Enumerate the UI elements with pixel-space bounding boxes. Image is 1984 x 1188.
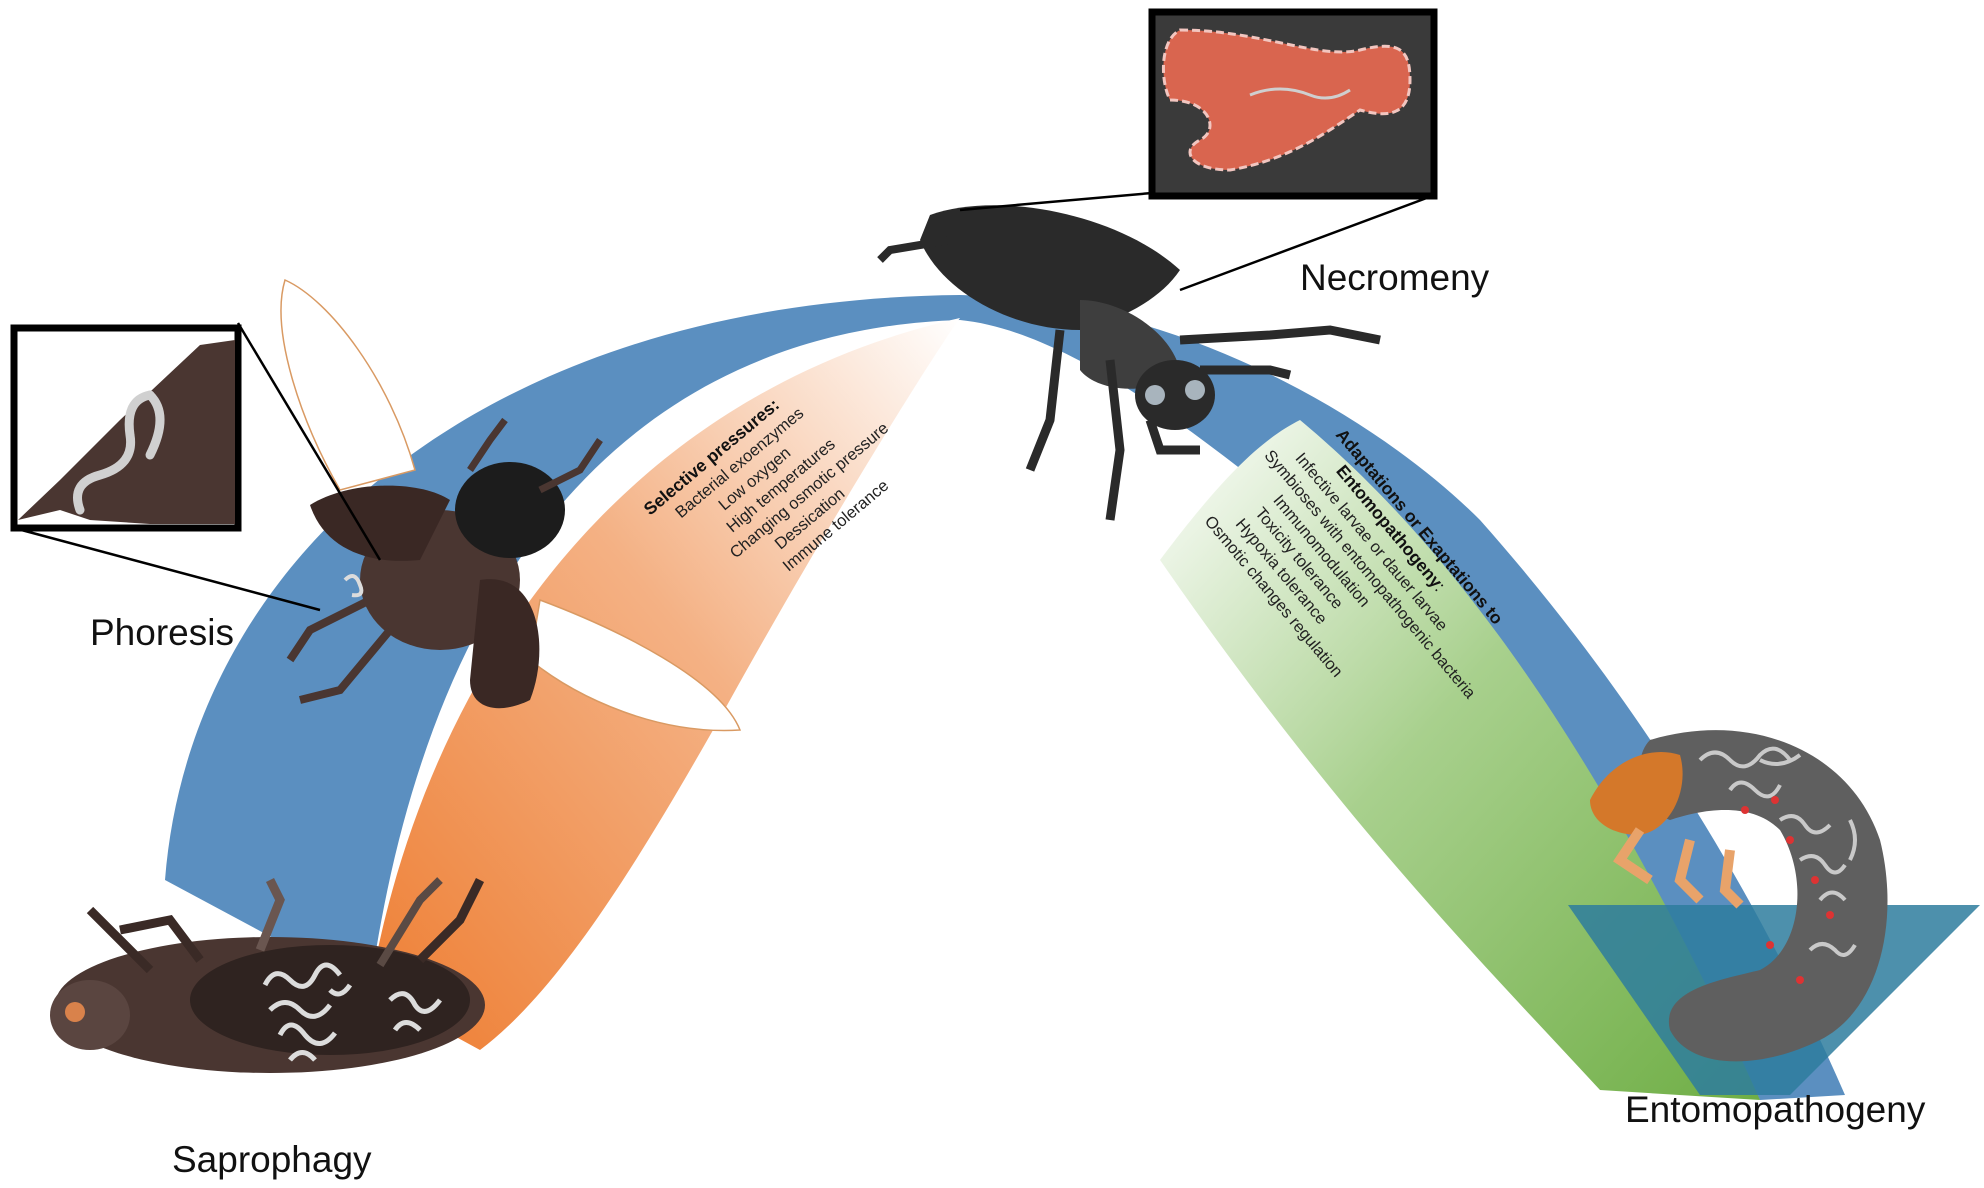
beetle-eye	[1185, 380, 1205, 400]
beetle-leg	[119, 915, 204, 963]
beetle-leg	[1145, 418, 1200, 455]
entomopathogeny-larva	[1590, 730, 1888, 1062]
beetle-leg	[286, 596, 372, 663]
phoresis-zoom-inset	[10, 322, 382, 612]
beetle-leg	[1200, 365, 1292, 380]
beetle-leg	[1105, 359, 1125, 521]
larva-head	[1590, 752, 1683, 835]
saprophagy-beetle	[50, 877, 485, 1073]
gut-tissue	[1161, 28, 1412, 172]
nematode-cluster	[262, 962, 442, 1062]
zoom-nematode	[145, 390, 165, 460]
larva-body	[1639, 730, 1888, 1062]
larva-leg	[1674, 838, 1704, 904]
beetle-head	[1135, 360, 1215, 430]
bacteria-dots	[1741, 796, 1834, 984]
beetle-leg	[376, 877, 443, 968]
nematode-on-leg	[343, 574, 364, 598]
zoom-line	[236, 322, 382, 561]
beetle-pronotum	[455, 462, 565, 558]
phoresis-beetle	[280, 278, 742, 732]
larva-leg	[1613, 827, 1653, 885]
beetle-leg	[255, 877, 285, 952]
zoom-line	[13, 526, 321, 612]
zoom-line	[1179, 194, 1433, 292]
beetle-leg	[416, 877, 485, 964]
necromeny-zoom-inset	[959, 8, 1438, 292]
arc-left-band	[165, 295, 960, 990]
nematode-cluster	[1698, 746, 1857, 957]
zoom-nematode	[73, 390, 155, 515]
wing-lower	[529, 598, 742, 732]
stage-label-necromeny: Necromeny	[1300, 257, 1490, 298]
necromeny-beetle	[877, 205, 1381, 521]
beetle-leg	[299, 627, 394, 704]
beetle-leg	[538, 438, 603, 494]
beetle-eye	[1145, 385, 1165, 405]
beetle-head	[50, 980, 130, 1050]
beetle-elytron-right	[470, 579, 540, 709]
beetle-leg	[1179, 325, 1381, 345]
beetle-leg	[1025, 329, 1065, 472]
beetle-leg	[86, 906, 154, 974]
beetle-antenna	[877, 236, 951, 263]
stage-label-saprophagy: Saprophagy	[172, 1139, 372, 1180]
stage-label-entomopathogeny: Entomopathogeny	[1625, 1089, 1926, 1130]
beetle-eye	[65, 1002, 85, 1022]
stage-label-phoresis: Phoresis	[90, 612, 234, 653]
beetle-leg	[467, 417, 508, 472]
beetle-elytron-left	[310, 485, 450, 561]
wing-upper	[280, 278, 416, 491]
beetle-elytra	[920, 205, 1180, 330]
gut-nematode	[1249, 87, 1351, 100]
larva-leg	[1719, 849, 1744, 909]
zoom-line	[959, 191, 1153, 212]
